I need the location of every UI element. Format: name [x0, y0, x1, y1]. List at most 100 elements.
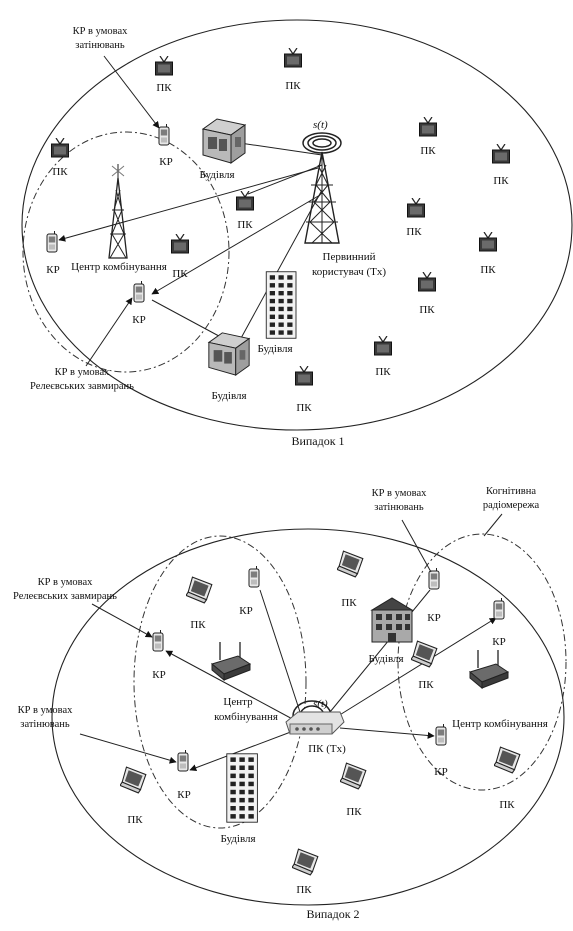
building-tower-icon-2: [226, 753, 258, 823]
pu-label: ПК: [296, 884, 312, 896]
link-tx-cr-left-top: [165, 650, 299, 723]
link-tx-cr-right: [337, 617, 497, 717]
cooperation-area-1: [22, 131, 230, 373]
rayleigh-note-1-line2: Релеєвських завмирань: [30, 381, 134, 392]
pu-label: ПК: [480, 264, 496, 276]
pu-tv: [478, 232, 498, 252]
cr-label-top: КР: [159, 156, 172, 168]
building-label-top: Будівля: [199, 169, 234, 181]
shadowing-note-1-line2: затінювань: [75, 40, 125, 51]
primary-transmitter-tower: [302, 132, 342, 244]
pu-label: ПК: [52, 166, 68, 178]
combining-center-router-right: [469, 650, 509, 689]
pu-laptop: [292, 848, 319, 876]
cr-label-top: КР: [239, 605, 252, 617]
shadowing-note-1-line1: КР в умовах: [73, 26, 129, 37]
pu-laptop: [411, 640, 438, 668]
cognitive-network-line1: Когнітивна: [486, 486, 536, 497]
building-icon-right: [370, 597, 414, 643]
pu-tv: [170, 234, 190, 254]
cognitive-network-line2: радіомережа: [483, 500, 540, 511]
rayleigh-note-2-line1: КР в умовах: [38, 577, 94, 588]
pu-label: ПК: [341, 597, 357, 609]
shadowing-note-top-line1: КР в умовах: [372, 488, 428, 499]
cr-phone-mid: [133, 281, 145, 303]
link-tower-cr-mid: [151, 194, 321, 295]
cr-label-right: КР: [492, 636, 505, 648]
pu-label: ПК: [375, 366, 391, 378]
pu-tv: [417, 272, 437, 292]
cr-label-left-bottom: КР: [177, 789, 190, 801]
rayleigh-note-1-line1: КР в умовах: [55, 367, 111, 378]
pu-tv: [373, 336, 393, 356]
shadowing-arrow-left: [79, 733, 177, 764]
shadowing-note-left-line2: затінювань: [20, 719, 70, 730]
pu-label: ПК: [285, 80, 301, 92]
signal-label-1: s(t): [313, 119, 328, 131]
cr-phone-top: [158, 124, 170, 146]
link-tower-building-top: [239, 142, 323, 156]
building-label-bottom: Будівля: [211, 390, 246, 402]
building-icon-bottom: [208, 332, 250, 376]
link-tower-building-low: [239, 189, 323, 341]
pu-tv: [406, 198, 426, 218]
link-tx-cr-top: [259, 589, 301, 713]
pu-label: ПК: [172, 268, 188, 280]
pu-label: ПК: [156, 82, 172, 94]
pu-tv: [283, 48, 303, 68]
primary-tx-router: [285, 700, 345, 735]
cooperation-area-left: [133, 535, 307, 829]
pu-tv: [491, 144, 511, 164]
pu-label: ПК: [237, 219, 253, 231]
figure-1: s(t) Первинний користувач (Tx) Центр ком…: [21, 19, 573, 448]
pu-label: ПК: [190, 619, 206, 631]
primary-user-label-line1: Первинний: [323, 251, 376, 263]
primary-tx-label: ПК (Tx): [308, 743, 346, 755]
pu-tv: [50, 138, 70, 158]
pu-label: ПК: [346, 806, 362, 818]
pu-laptop: [340, 762, 367, 790]
pu-laptop: [337, 550, 364, 578]
signal-label-2: s(t): [313, 698, 328, 710]
link-tower-pu: [247, 164, 323, 195]
pu-label: ПК: [420, 145, 436, 157]
combining-center-left-line1: Центр: [223, 696, 253, 708]
pu-laptop: [120, 766, 147, 794]
link-building-cr-mid: [151, 299, 231, 343]
building-icon-top: [202, 118, 246, 164]
link-tx-cr-left-bottom: [189, 729, 297, 772]
pu-label: ПК: [419, 304, 435, 316]
pu-group-2: ПК ПК ПК ПК ПК ПК ПК: [120, 550, 521, 896]
coverage-ellipse-1: [21, 19, 573, 431]
caption-case-2: Випадок 2: [306, 907, 359, 921]
cognitive-network-pointer: [483, 513, 503, 537]
primary-user-label-line2: користувач (Tx): [312, 266, 386, 278]
figure-2: s(t) ПК (Tx) Центр комбінування Центр ко…: [13, 486, 567, 921]
cr-phone-top: [248, 566, 260, 588]
rayleigh-arrow-2: [91, 603, 153, 638]
link-tx-cr-right-lower: [339, 727, 435, 739]
caption-case-1: Випадок 1: [291, 434, 344, 448]
building-label-bottom-2: Будівля: [220, 833, 255, 845]
pu-group-1: ПК ПК ПК ПК ПК ПК ПК ПК ПК ПК ПК ПК: [50, 48, 511, 414]
pu-tv: [418, 117, 438, 137]
pu-laptop: [186, 576, 213, 604]
cr-phone-left-bottom: [177, 750, 189, 772]
pu-label: ПК: [499, 799, 515, 811]
cognitive-area-right: [397, 533, 567, 791]
pu-tv: [154, 56, 174, 76]
pu-label: ПК: [406, 226, 422, 238]
cr-label-right-lower: КР: [434, 766, 447, 778]
pu-tv: [235, 191, 255, 211]
pu-label: ПК: [418, 679, 434, 691]
shadowing-arrow-top: [401, 519, 432, 573]
rayleigh-arrow-1: [85, 297, 133, 367]
building-tower-icon: [265, 271, 297, 339]
shadowing-note-top-line2: затінювань: [374, 502, 424, 513]
cr-label-top-right: КР: [427, 612, 440, 624]
cr-label-left: КР: [152, 669, 165, 681]
cr-label-left: КР: [46, 264, 59, 276]
shadowing-note-left-line1: КР в умовах: [18, 705, 74, 716]
combining-center-router-left: [211, 642, 251, 681]
